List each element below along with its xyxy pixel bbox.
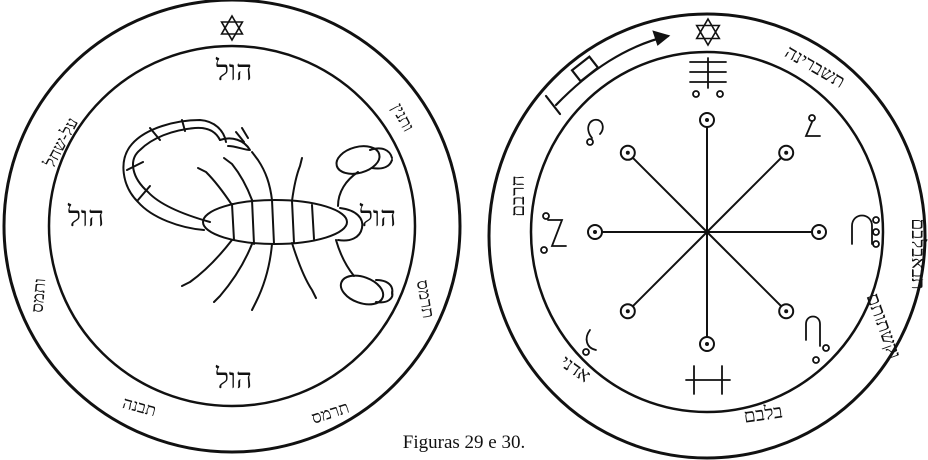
spoke-line — [628, 232, 707, 311]
figure-caption: Figuras 29 e 30. — [0, 432, 928, 454]
border-text-bottom: בלבם — [742, 400, 784, 427]
spoke-end-dot — [593, 230, 597, 234]
figure-29-seal: הול הול הול הול על-שחל ותנין ותמס תרמס ת… — [4, 0, 460, 452]
star-of-david-icon — [697, 19, 720, 45]
spoke-line — [707, 153, 786, 232]
border-text-top: תשברינה — [781, 41, 849, 93]
border-text-left: ותמס — [28, 278, 51, 314]
spoke-end-dot — [626, 309, 630, 313]
divine-name-top: הול — [215, 54, 252, 87]
border-text-lower-right: וקשתותם — [862, 290, 906, 362]
star-of-david-icon — [222, 16, 243, 40]
arrow-icon — [546, 32, 668, 114]
border-text-right: תבאבלבם — [907, 218, 928, 289]
spoke-end-dot — [784, 151, 788, 155]
spoke-end-dot — [705, 118, 709, 122]
spoke-end-dot — [705, 342, 709, 346]
spoke-group — [588, 113, 826, 351]
scorpion-icon — [123, 120, 392, 310]
divine-name-bottom: הול — [215, 362, 252, 395]
spoke-end-dot — [817, 230, 821, 234]
border-text-left: חרבם — [507, 175, 529, 217]
spoke-line — [707, 232, 786, 311]
border-text-lower-right: תרמס — [309, 398, 352, 429]
divine-name-right: הול — [359, 200, 396, 233]
border-text-right: תרמס — [412, 278, 438, 319]
spoke-line — [628, 153, 707, 232]
border-text-upper-right: ותנין — [387, 100, 418, 135]
border-text-upper-left: על-שחל — [40, 114, 83, 171]
border-text-lower-left: אדני — [556, 351, 595, 387]
spoke-end-dot — [784, 309, 788, 313]
spoke-end-dot — [626, 151, 630, 155]
figure-30-seal: תשברינה חרבם תבאבלבם וקשתותם אדני בלבם — [489, 14, 928, 458]
border-text-lower-left: תבנה — [120, 393, 158, 421]
divine-name-left: הול — [67, 200, 104, 233]
